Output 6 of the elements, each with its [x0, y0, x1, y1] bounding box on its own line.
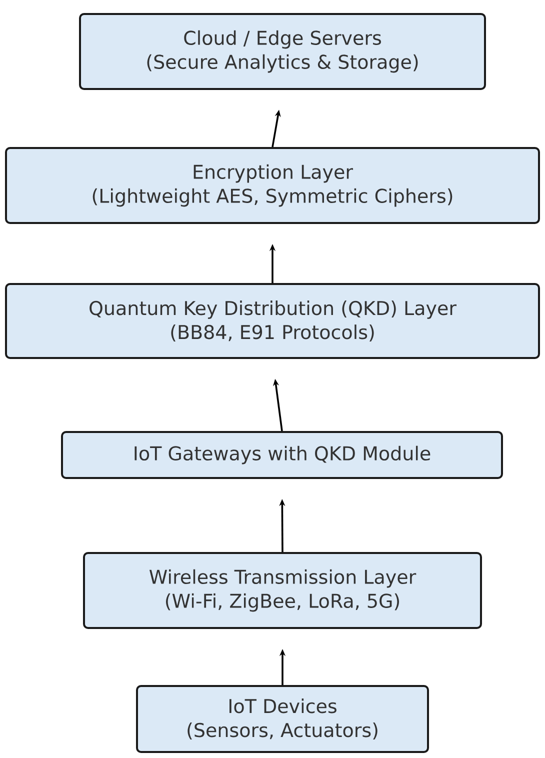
- layer-box: IoT Devices (Sensors, Actuators): [136, 685, 429, 753]
- layer-box: Encryption Layer (Lightweight AES, Symmetric Ciphers): [5, 147, 540, 224]
- layer-box: IoT Gateways with QKD Module: [61, 431, 503, 479]
- layer-box: Quantum Key Distribution (QKD) Layer (BB84, E91 Protocols): [5, 283, 540, 359]
- layer-box: Wireless Transmission Layer (Wi-Fi, ZigBee, LoRa, 5G): [83, 552, 482, 629]
- layer-box: Cloud / Edge Servers (Secure Analytics & Storage): [79, 13, 486, 90]
